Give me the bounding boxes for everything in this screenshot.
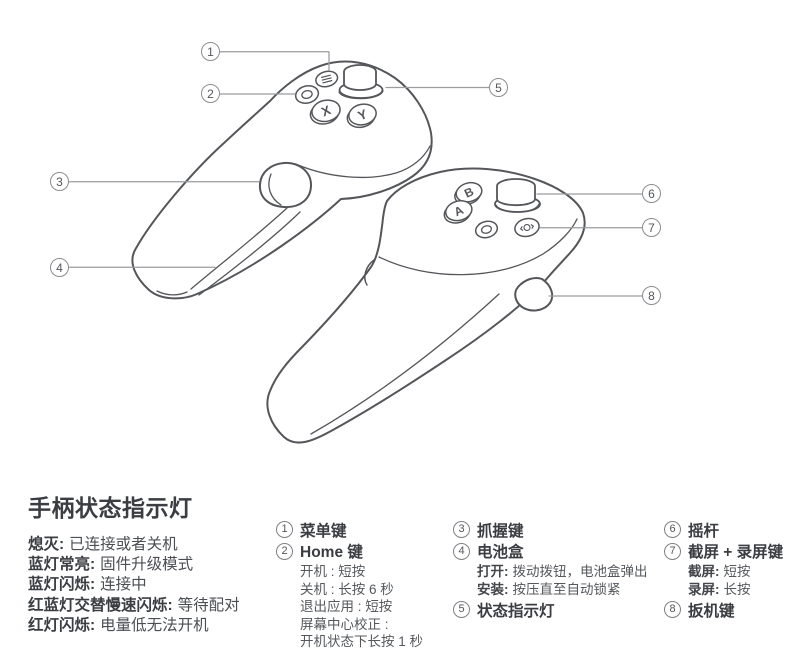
callout-3: 3: [50, 172, 69, 191]
status-desc: 等待配对: [177, 596, 240, 614]
legend-entry-menu-key: 1 菜单键: [276, 519, 423, 541]
right-grip-bump: [364, 259, 375, 286]
detail-line: 安装:按压直至自动锁紧: [477, 581, 648, 599]
detail-line: 打开:拨动拨钮，电池盒弹出: [477, 563, 648, 581]
entry-title: 状态指示灯: [477, 602, 555, 620]
leader-lines: [68, 51, 643, 297]
entry-title: 摇杆: [688, 522, 720, 540]
status-label: 熄灭:: [28, 536, 65, 553]
status-desc: 连接中: [100, 576, 147, 594]
leader-1: [219, 51, 330, 72]
legend-entry-capture-key: 7 截屏 + 录屏键: [664, 541, 783, 563]
status-item: 蓝灯常亮:固件升级模式: [28, 555, 240, 575]
detail-label: 录屏:: [688, 581, 720, 597]
status-legend-title: 手柄状态指示灯: [28, 495, 193, 521]
entry-title: 抓握键: [477, 522, 524, 540]
status-desc: 已连接或者关机: [69, 536, 178, 553]
battery-cover: [156, 207, 301, 296]
faceplate-edge: [297, 145, 431, 179]
detail-line: 开机 : 短按: [300, 564, 366, 579]
detail-text: 短按: [723, 564, 751, 579]
status-item: 红蓝灯交替慢速闪烁:等待配对: [28, 596, 240, 616]
entry-title: Home 键: [300, 544, 363, 562]
entry-title: 扳机键: [688, 602, 735, 620]
entry-number: 4: [453, 542, 470, 560]
status-label: 红灯闪烁:: [28, 616, 96, 634]
home-button-right: [474, 220, 499, 239]
entry-number: 2: [276, 542, 293, 560]
detail-line: 屏幕中心校正 :: [300, 616, 389, 632]
status-desc: 固件升级模式: [100, 556, 194, 574]
y-button: Y: [346, 103, 377, 129]
entry-title: 菜单键: [300, 522, 347, 540]
detail-text: 长按: [723, 581, 751, 597]
status-item: 熄灭:已连接或者关机: [28, 535, 240, 555]
callout-6: 6: [642, 184, 661, 203]
status-label: 蓝灯常亮:: [28, 556, 96, 574]
right-controller: B A: [266, 167, 586, 444]
detail-label: 安装:: [477, 581, 509, 597]
controllers-diagram: X Y: [68, 51, 643, 444]
menu-button: [315, 70, 339, 88]
b-button: B: [454, 181, 483, 206]
detail-text: 拨动拨钮，电池盒弹出: [512, 564, 648, 579]
right-handle-seam: [310, 293, 500, 435]
grip-button: [258, 161, 312, 209]
legend-column-1: 1 菜单键 2 Home 键 开机 : 短按 关机 : 长按 6 秒 退出应用 …: [276, 519, 423, 652]
hamburger-icon: [321, 74, 333, 84]
x-button: X: [309, 99, 341, 125]
right-faceplate-edge: [378, 218, 578, 276]
callout-5: 5: [489, 78, 508, 97]
entry-title: 截屏 + 录屏键: [688, 544, 784, 562]
capture-key-details: 截屏:短按 录屏:长按: [688, 563, 783, 598]
status-item: 红灯闪烁:电量低无法开机: [28, 616, 240, 636]
status-light-legend: 手柄状态指示灯 熄灭:已连接或者关机 蓝灯常亮:固件升级模式 蓝灯闪烁:连接中 …: [28, 494, 240, 636]
detail-text: 按压直至自动锁紧: [512, 581, 621, 597]
callout-7: 7: [642, 218, 661, 237]
detail-line: 开机状态下长按 1 秒: [300, 634, 424, 649]
detail-line: 关机 : 长按 6 秒: [300, 581, 394, 597]
capture-icon: [520, 223, 534, 232]
a-button: A: [443, 200, 473, 224]
callout-2: 2: [201, 84, 220, 103]
legend-entry-status-light: 5 状态指示灯: [453, 599, 648, 621]
status-label: 红蓝灯交替慢速闪烁:: [28, 596, 173, 614]
joystick-left: [338, 64, 384, 100]
legend-entry-grip-key: 3 抓握键: [453, 519, 648, 541]
status-item: 蓝灯闪烁:连接中: [28, 575, 240, 595]
home-button-left: [294, 85, 320, 104]
legend-column-2: 3 抓握键 4 电池盒 打开:拨动拨钮，电池盒弹出 安装:按压直至自动锁紧 5 …: [453, 519, 648, 621]
left-controller: X Y: [131, 60, 433, 300]
entry-number: 5: [453, 601, 470, 619]
detail-line: 录屏:长按: [688, 581, 783, 599]
home-key-details: 开机 : 短按 关机 : 长按 6 秒 退出应用 : 短按 屏幕中心校正 : 开…: [300, 563, 423, 651]
home-ring-icon: [301, 89, 313, 100]
status-label: 蓝灯闪烁:: [28, 576, 96, 594]
joystick-right: [494, 178, 541, 213]
detail-line: 退出应用 : 短按: [300, 599, 393, 614]
entry-title: 电池盒: [477, 544, 524, 562]
legend-entry-trigger-key: 8 扳机键: [664, 599, 783, 621]
detail-line: 截屏:短按: [688, 563, 783, 581]
callout-8: 8: [642, 286, 661, 305]
legend-entry-joystick: 6 摇杆: [664, 519, 783, 541]
capture-button: [514, 217, 540, 238]
detail-label: 打开:: [477, 564, 509, 579]
entry-number: 3: [453, 521, 470, 539]
detail-label: 截屏:: [688, 564, 720, 579]
legend-entry-home-key: 2 Home 键: [276, 541, 423, 563]
legend-entry-battery-box: 4 电池盒: [453, 541, 648, 563]
legend-column-3: 6 摇杆 7 截屏 + 录屏键 截屏:短按 录屏:长按 8 扳机键: [664, 519, 783, 621]
right-controller-body: [266, 167, 586, 444]
callout-4: 4: [50, 258, 69, 277]
entry-number: 6: [664, 521, 681, 539]
entry-number: 1: [276, 521, 293, 539]
battery-box-details: 打开:拨动拨钮，电池盒弹出 安装:按压直至自动锁紧: [477, 563, 648, 598]
entry-number: 7: [664, 542, 681, 560]
home-ring-icon: [480, 225, 493, 234]
entry-number: 8: [664, 601, 681, 619]
callout-1: 1: [201, 42, 220, 61]
status-desc: 电量低无法开机: [100, 616, 209, 634]
